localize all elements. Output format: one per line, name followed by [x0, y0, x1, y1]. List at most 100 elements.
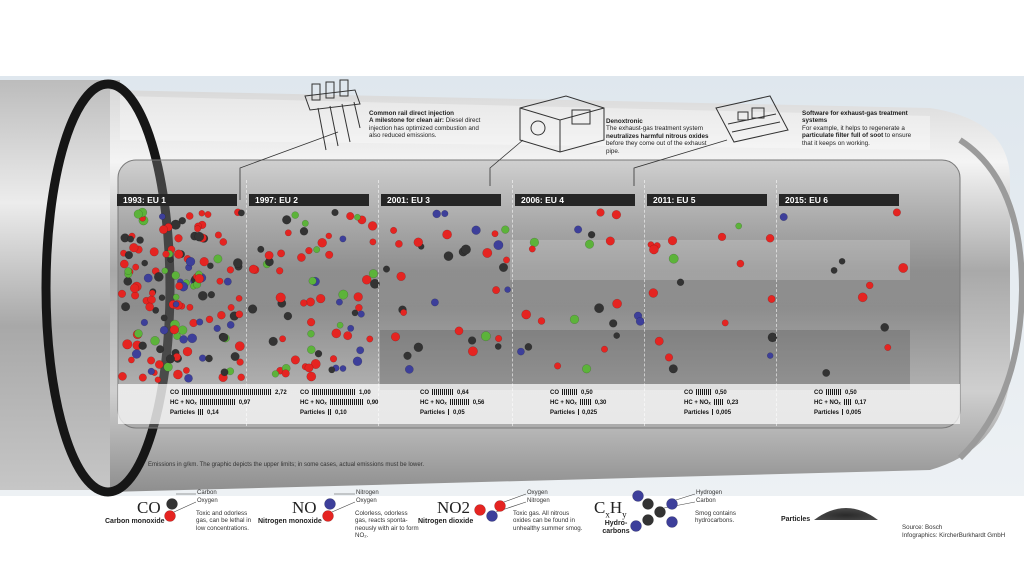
- molecule-atom: [395, 240, 403, 248]
- molecule-atom: [271, 370, 280, 378]
- molecule-atom: [537, 317, 546, 325]
- molecule-atom: [676, 278, 685, 287]
- molecule-atom: [299, 227, 309, 236]
- divider: [246, 180, 247, 426]
- molecule-atom: [147, 356, 156, 365]
- value-number: 0,30: [594, 400, 607, 406]
- legend-formula-no2: NO2: [437, 498, 471, 517]
- molecule-atom: [227, 304, 235, 311]
- footnote: Emissions in g/km. The graphic depicts t…: [148, 462, 425, 468]
- value-number: 0,50: [581, 390, 593, 396]
- molecule-atom: [232, 258, 243, 268]
- molecule-atom: [117, 289, 127, 298]
- molecule-atom: [838, 257, 846, 265]
- molecule-atom: [413, 342, 424, 353]
- molecule-atom: [822, 368, 831, 377]
- molecule-atom: [339, 235, 347, 243]
- era-label: 2001: EU 3: [381, 194, 501, 206]
- legend-name-particles: Particles: [781, 516, 811, 523]
- molecule-atom: [354, 213, 361, 221]
- molecule-atom: [247, 304, 258, 314]
- molecule-atom: [325, 232, 333, 240]
- molecule-atom: [668, 364, 678, 374]
- legend-name-co: Carbon monoxide: [105, 518, 165, 525]
- molecule-atom: [493, 240, 504, 251]
- molecule-atom: [865, 281, 874, 290]
- value-number: 0,64: [457, 390, 469, 396]
- molecule-atom: [185, 256, 196, 267]
- value-label: CO: [300, 390, 309, 396]
- legend-formula-co: CO: [137, 498, 161, 517]
- molecule-atom: [649, 244, 659, 255]
- injector-sketch: [304, 79, 361, 151]
- formula-c: C: [594, 498, 606, 517]
- molecule-atom: [172, 293, 180, 301]
- molecule-atom: [121, 302, 131, 312]
- callout-bold: A milestone for clean air:: [369, 117, 444, 125]
- molecule-atom: [205, 354, 213, 363]
- molecule-atom: [230, 351, 240, 362]
- molecule-atom: [138, 341, 147, 350]
- molecule-atom: [880, 323, 890, 332]
- molecule-atom: [454, 326, 464, 336]
- molecule-atom: [149, 247, 159, 257]
- molecule-atom: [214, 231, 222, 239]
- molecule-atom: [369, 238, 377, 246]
- molecule-atom: [198, 210, 206, 217]
- molecule-atom: [178, 216, 187, 225]
- divider: [378, 180, 379, 426]
- divider: [776, 180, 777, 426]
- molecule-atom: [306, 371, 317, 382]
- molecule-atom: [207, 291, 216, 299]
- molecule-atom: [186, 303, 194, 311]
- molecule-atom: [129, 283, 140, 293]
- legend-formula-no: NO: [292, 498, 317, 517]
- molecule-atom: [281, 369, 290, 378]
- molecule-atom: [194, 273, 205, 284]
- molecule-atom: [156, 345, 165, 354]
- molecule-atom: [554, 362, 562, 370]
- legend-atom-no-oxygen: [322, 510, 334, 522]
- molecule-atom: [196, 318, 204, 326]
- legend-atom-hc-carbon-a: [642, 498, 654, 510]
- molecule-atom: [119, 259, 129, 269]
- molecule-atom: [352, 356, 363, 367]
- molecule-atom: [765, 234, 775, 243]
- molecule-atom: [329, 355, 338, 363]
- legend-pointer: [675, 493, 696, 501]
- value-number: 0,17: [854, 400, 867, 406]
- legend-pointer: [331, 501, 356, 513]
- callout-body: The exhaust-gas treatment system: [606, 125, 703, 133]
- molecule-atom: [361, 275, 372, 285]
- value-label: Particles: [550, 410, 576, 416]
- molecule-atom: [145, 302, 155, 312]
- molecule-atom: [390, 332, 401, 342]
- molecule-atom: [898, 262, 909, 273]
- molecule-atom: [524, 343, 533, 351]
- molecule-atom: [504, 286, 511, 293]
- value-bar: [578, 409, 580, 416]
- value-number: 1,00: [359, 390, 371, 396]
- formula-y: y: [622, 509, 627, 520]
- molecule-atom: [366, 335, 374, 343]
- molecule-atom: [268, 336, 278, 347]
- molecule-atom: [134, 329, 143, 338]
- molecule-atom: [297, 253, 306, 262]
- molecule-atom: [161, 267, 169, 275]
- molecule-atom: [276, 267, 284, 275]
- molecule-atom: [308, 276, 317, 285]
- molecule-atom: [204, 211, 212, 218]
- molecule-atom: [138, 373, 147, 382]
- molecule-atom: [313, 246, 321, 254]
- molecule-atom: [325, 250, 334, 259]
- legend-name-no: Nitrogen monoxide: [258, 518, 322, 525]
- molecule-atom: [413, 237, 424, 248]
